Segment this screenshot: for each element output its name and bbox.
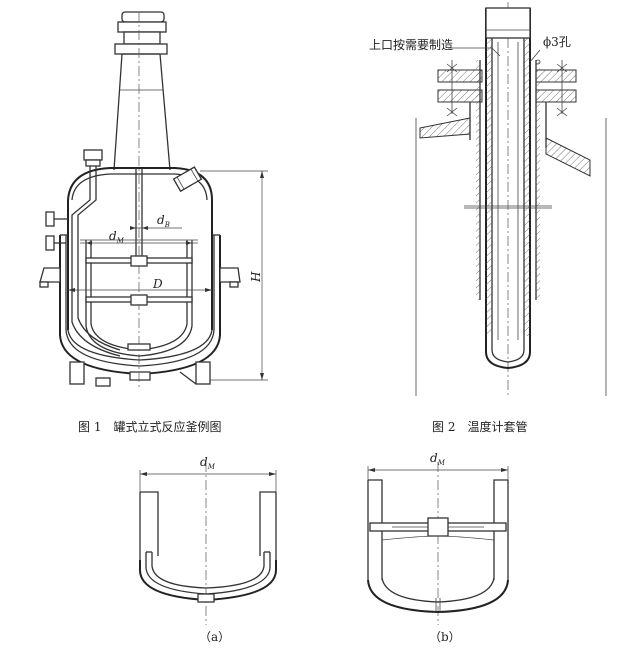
anchor-agitator-a [139, 462, 277, 625]
thermowell-callout-top: 上口按需要制造 [369, 38, 453, 52]
figure-b-caption: （b） [429, 630, 461, 644]
figure-b-label-dm: dM [430, 451, 446, 467]
reactor-label-dm: dM [109, 229, 125, 245]
figure2-caption: 图 2 温度计套管 [432, 419, 527, 434]
reactor-label-D: D [152, 277, 163, 291]
figure-a-label-dm: dM [200, 455, 216, 471]
reactor-label-H: H [249, 271, 263, 283]
figure-a-caption: （a） [199, 630, 230, 644]
frame-agitator-b [367, 462, 509, 625]
thermowell-callout-hole: ϕ3孔 [543, 35, 571, 49]
reactor-drawing [39, 11, 268, 390]
reactor-label-ds: dB [157, 213, 170, 229]
thermowell-drawing [415, 2, 607, 396]
figure1-caption: 图 1 罐式立式反应釜例图 [78, 419, 221, 434]
